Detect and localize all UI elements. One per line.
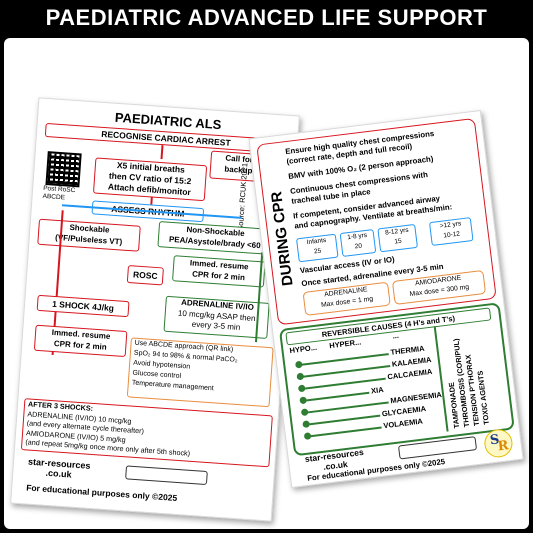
ellipsis-label: ... <box>392 330 400 341</box>
arrow <box>160 145 164 160</box>
brand: star-resources .co.uk <box>27 457 91 481</box>
rosc-box: ROSC <box>126 265 164 286</box>
source-value: RCUK 2021 <box>237 162 250 204</box>
page-title: PAEDIATRIC ADVANCED LIFE SUPPORT <box>45 5 488 30</box>
star-resources-logo: S R <box>482 427 515 459</box>
immed-resume-left-box: Immed. resume CPR for 2 min <box>33 324 128 358</box>
rate-box: Infants 25 <box>295 233 339 263</box>
arrow <box>150 196 153 205</box>
immed-resume-right-box: Immed. resume CPR for 2 min <box>172 255 266 288</box>
adrenaline-box: ADRENALINE IV/IO 10 mcg/kg ASAP then eve… <box>163 295 270 339</box>
cause-label: XIA <box>370 385 385 396</box>
shock-box: 1 SHOCK 4J/kg <box>36 294 130 318</box>
logo-letter: R <box>496 438 510 455</box>
after-shocks-box: AFTER 3 SHOCKS: ADRENALINE (IV/IO) 10 mc… <box>20 398 273 468</box>
rate-box: 1-8 yrs 20 <box>339 229 377 257</box>
during-cpr-card: DURING CPR Ensure high quality chest com… <box>248 110 524 488</box>
post-rosc-box: Use ABCDE approach (QR link) SpO₂ 94 to … <box>126 337 274 408</box>
name-field <box>125 465 208 486</box>
non-shockable-box: Non-Shockable PEA/Asystole/brady <60 <box>157 221 273 255</box>
shockable-box: Shockable (VF/Pulseless VT) <box>37 218 141 252</box>
footer-text: For educational purposes only ©2025 <box>25 482 178 503</box>
qr-code <box>45 151 82 188</box>
rate-box: >12 yrs 10-12 <box>428 217 474 247</box>
qr-caption: Post RoSC ABCDE <box>42 185 75 203</box>
rate-box: 8-12 yrs 15 <box>377 223 418 253</box>
image-canvas: PAEDIATRIC ALS RECOGNISE CARDIAC ARREST … <box>4 38 529 529</box>
initial-breaths-box: X5 initial breaths then CV ratio of 15:2… <box>92 157 208 202</box>
